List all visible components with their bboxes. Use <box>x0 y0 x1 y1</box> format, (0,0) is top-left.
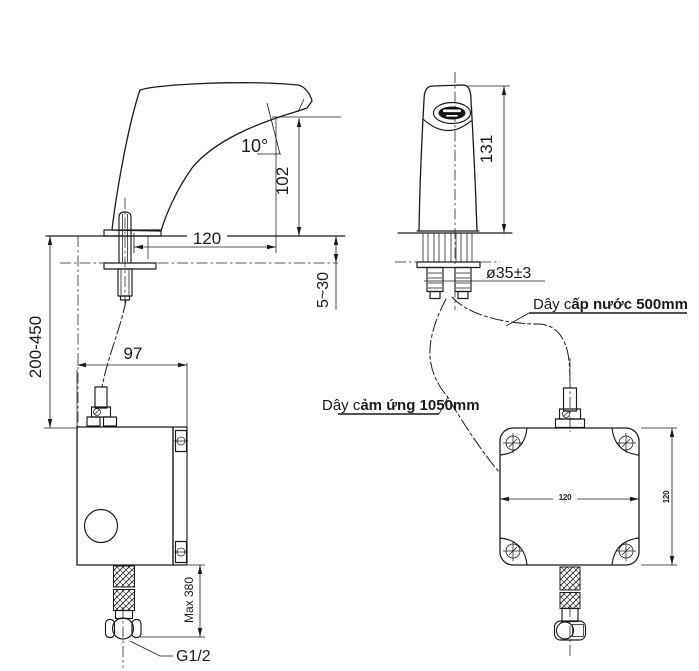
shank-tubes <box>422 233 473 262</box>
sensor-cable-callout: Dây cảm ứng 1050mm <box>322 396 480 415</box>
dim-120-width-label: 120 <box>559 493 572 502</box>
inlet-hose-side <box>104 565 142 668</box>
supply-connectors <box>426 266 472 300</box>
sensor-cable-front <box>429 298 500 473</box>
dim-spout-angle: 10° <box>241 102 281 156</box>
dim-faucet-height: 131 <box>468 85 510 234</box>
control-box-side <box>76 386 188 566</box>
dim-shank-diameter: ø35±3 <box>424 265 545 282</box>
dim-102-label: 102 <box>273 167 292 195</box>
dim-deck-thickness: 5~30 <box>315 236 339 310</box>
dim-spout-height: 102 <box>272 116 341 236</box>
mounting-clip-bottom <box>174 540 188 564</box>
supply-cable-front <box>451 296 571 390</box>
dim-angle-label: 10° <box>241 136 268 156</box>
box-sensor-window <box>83 508 119 544</box>
dim-install-height: 200-450 <box>26 236 78 429</box>
screw-icon <box>503 433 523 453</box>
dim-box-depth: 97 <box>76 344 188 427</box>
counter-section-side <box>45 235 346 427</box>
thread-g12-label: G1/2 <box>176 648 211 665</box>
screw-icon <box>503 541 523 561</box>
dim-131-label: 131 <box>477 135 496 163</box>
side-view: 10° 102 120 5~30 <box>26 82 346 668</box>
box-cable-connector-front <box>554 358 586 432</box>
dim-120-reach-label: 120 <box>193 229 221 248</box>
supply-cable-callout: Dây cấp nước 500mm <box>505 296 688 327</box>
dim-o35-label: ø35±3 <box>486 265 531 282</box>
sensor-window <box>432 101 472 125</box>
dim-box-height: 120 <box>641 427 677 566</box>
dim-hose-length: Max 380 <box>140 564 205 638</box>
front-view: 131 ø35±3 Dây cấp nước 500mm Dây cảm ứng… <box>322 72 688 657</box>
control-box-front: 120 <box>499 358 640 566</box>
dim-spout-reach: 120 <box>133 117 277 253</box>
corner-screws <box>503 433 636 561</box>
screw-icon <box>616 433 636 453</box>
faucet-side-profile <box>103 82 313 308</box>
inlet-hose-front <box>553 566 587 657</box>
dim-120-height-label: 120 <box>662 490 671 503</box>
screw-icon <box>616 541 636 561</box>
mounting-clip-top <box>174 429 188 453</box>
dim-200-450-label: 200-450 <box>26 316 45 378</box>
supply-callout-text: Dây cấp nước 500mm <box>533 296 688 313</box>
sensor-cable-side <box>101 299 127 388</box>
sensor-callout-text: Dây cảm ứng 1050mm <box>322 397 480 414</box>
dim-max-380-label: Max 380 <box>182 577 196 623</box>
thread-callout: G1/2 <box>129 640 211 665</box>
dim-97-label: 97 <box>124 344 143 363</box>
dim-box-width: 120 <box>500 491 639 502</box>
dim-5-30-label: 5~30 <box>315 272 332 308</box>
box-cable-connector-side <box>86 386 118 427</box>
